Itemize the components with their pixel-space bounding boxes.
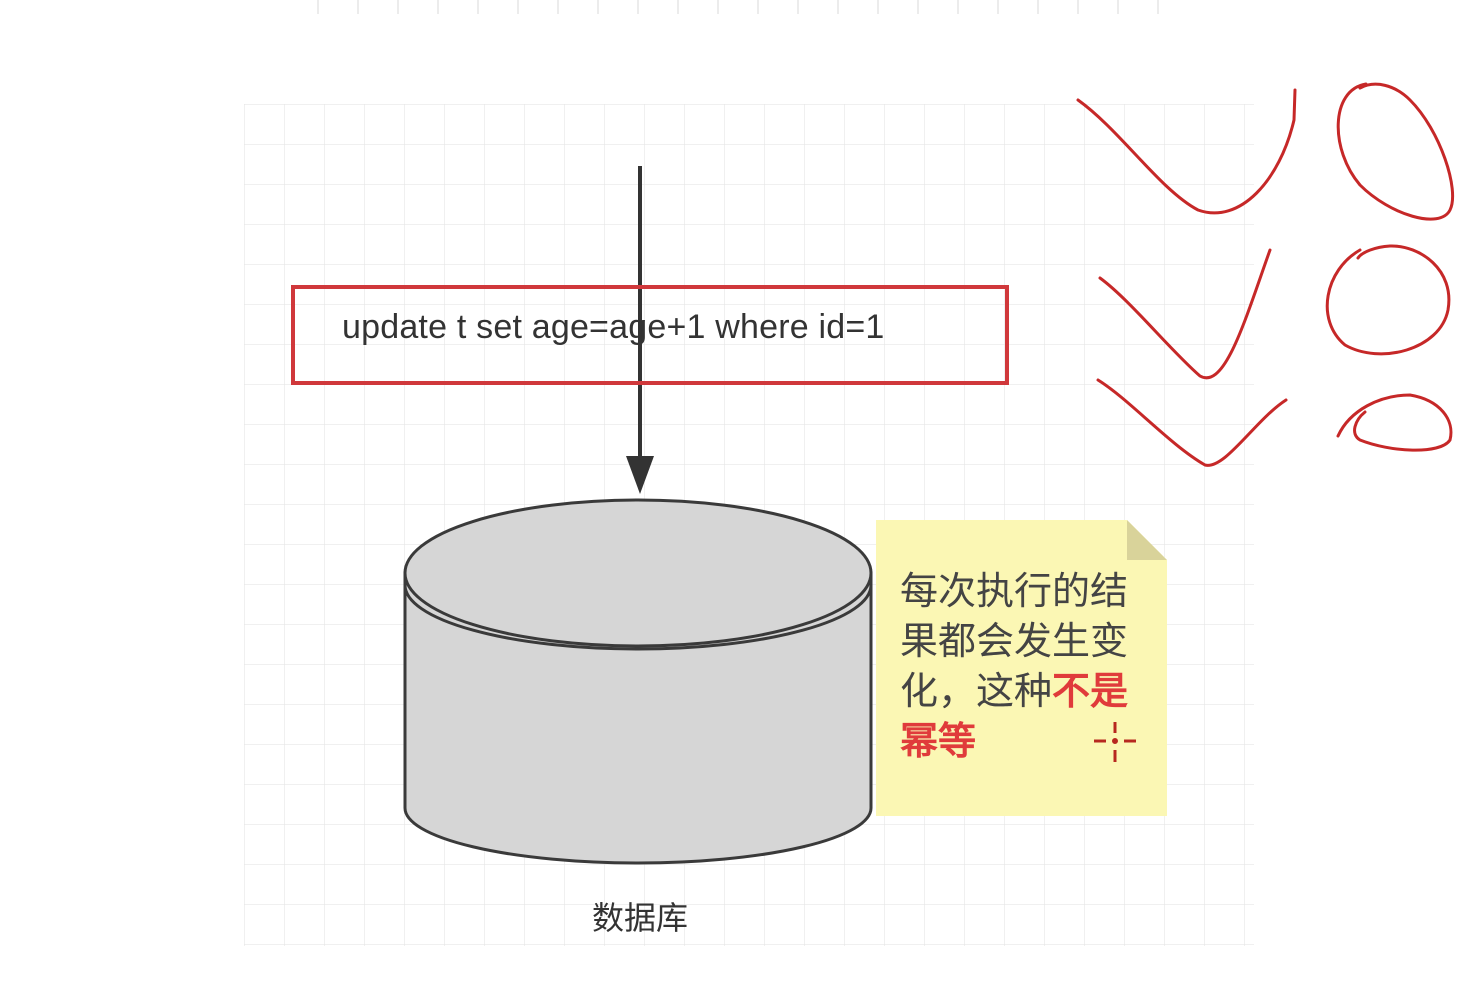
checkmark-1 — [1076, 88, 1297, 215]
database-label: 数据库 — [591, 899, 688, 937]
top-strip — [310, 0, 1160, 14]
checkmark-3 — [1096, 378, 1288, 467]
checkmark-2 — [1098, 248, 1272, 380]
zero-3 — [1336, 393, 1453, 452]
crosshair-cursor-icon — [1094, 722, 1136, 762]
note-plain-text: 每次执行的结果都会发生变化，这种 — [900, 569, 1129, 713]
zero-1 — [1336, 82, 1455, 221]
note-text: 每次执行的结果都会发生变化，这种不是幂等 — [900, 566, 1150, 766]
flow-arrow — [626, 166, 654, 494]
handwritten-checkmarks — [1076, 88, 1297, 467]
sql-statement: update t set age=age+1 where id=1 — [342, 308, 885, 346]
sql-highlight-box — [291, 285, 1009, 385]
handwritten-zeros — [1325, 82, 1455, 452]
zero-2 — [1325, 244, 1451, 356]
database-cylinder — [403, 498, 873, 865]
note-highlight-text: 不是幂等 — [900, 669, 1129, 763]
